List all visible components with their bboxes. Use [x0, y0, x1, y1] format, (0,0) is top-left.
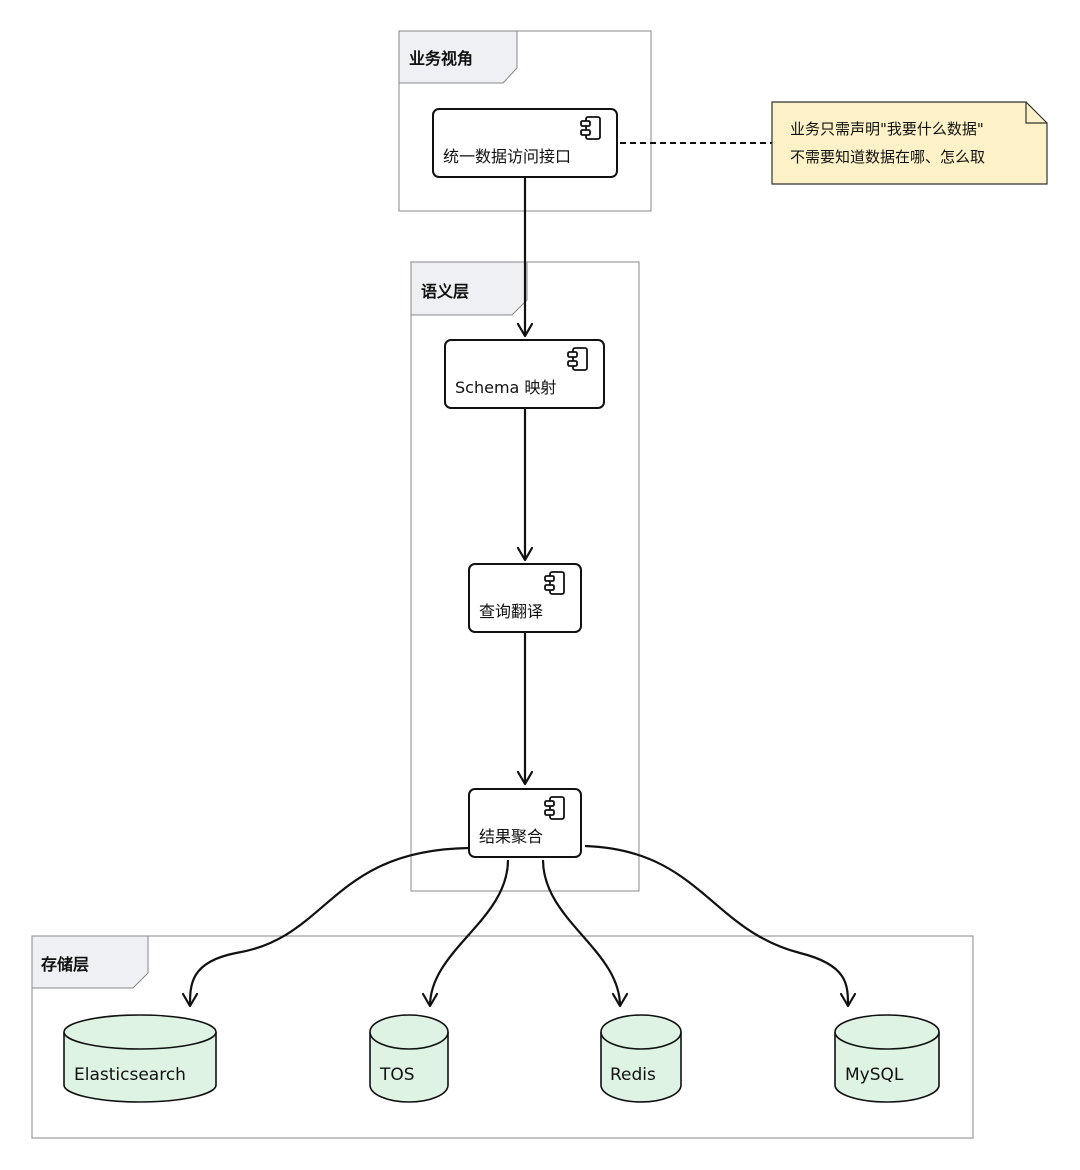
package-storage-title: 存储层: [41, 955, 89, 974]
edges: [181, 142, 857, 1008]
component-box[interactable]: [444, 339, 605, 409]
component-unified-api[interactable]: 统一数据访问接口: [432, 108, 618, 178]
database-tos[interactable]: TOS: [369, 1014, 449, 1103]
component-label-unified-api: 统一数据访问接口: [443, 147, 571, 166]
package-semantic-tab: [410, 261, 528, 316]
edge-result-to-redis: [541, 859, 622, 1007]
database-redis[interactable]: Redis: [600, 1014, 682, 1103]
arrow-head-icon: [611, 992, 629, 1008]
database-body[interactable]: [834, 1032, 940, 1103]
database-label-tos: TOS: [379, 1065, 415, 1085]
component-icon: [580, 116, 601, 140]
component-result-aggregation[interactable]: 结果聚合: [468, 788, 582, 858]
package-business-title: 业务视角: [409, 49, 473, 68]
note-line-1: 业务只需声明"我要什么数据": [790, 120, 984, 138]
package-semantic-title: 语义层: [421, 282, 469, 301]
database-body[interactable]: [63, 1032, 217, 1103]
database-body[interactable]: [369, 1032, 449, 1103]
arrow-head-icon: [516, 546, 534, 562]
note-fold-icon: [1025, 102, 1047, 124]
package-storage-tab: [31, 935, 149, 989]
database-top: [369, 1014, 449, 1050]
database-top: [600, 1014, 682, 1050]
note: 业务只需声明"我要什么数据" 不需要知道数据在哪、怎么取: [771, 101, 1048, 185]
database-top: [63, 1014, 217, 1050]
component-icon: [567, 347, 588, 371]
arrow-head-icon: [839, 992, 857, 1008]
component-query-translation[interactable]: 查询翻译: [468, 563, 582, 633]
edge-result-to-elasticsearch: [188, 846, 470, 1007]
component-label-query-translation: 查询翻译: [479, 602, 543, 621]
database-label-mysql: MySQL: [845, 1065, 904, 1085]
component-schema-mapping[interactable]: Schema 映射: [444, 339, 605, 409]
database-body[interactable]: [600, 1032, 682, 1103]
database-mysql[interactable]: MySQL: [834, 1014, 940, 1103]
note-line-2: 不需要知道数据在哪、怎么取: [790, 148, 985, 166]
edge-result-to-mysql: [584, 844, 850, 1007]
package-business-tab: [398, 30, 518, 84]
component-box[interactable]: [432, 108, 618, 178]
arrow-head-icon: [516, 770, 534, 786]
arrow-head-icon: [421, 992, 439, 1008]
component-label-schema-mapping: Schema 映射: [455, 378, 556, 397]
database-label-redis: Redis: [610, 1065, 656, 1085]
component-label-result-aggregation: 结果聚合: [479, 827, 543, 846]
arrow-head-icon: [516, 322, 534, 338]
component-icon: [544, 571, 565, 595]
note-body: [771, 101, 1048, 185]
component-icon: [544, 796, 565, 820]
edge-result-to-tos: [428, 859, 510, 1007]
database-top: [834, 1014, 940, 1050]
database-elasticsearch[interactable]: Elasticsearch: [63, 1014, 217, 1103]
arrow-head-icon: [181, 992, 199, 1008]
database-label-elasticsearch: Elasticsearch: [74, 1065, 186, 1085]
